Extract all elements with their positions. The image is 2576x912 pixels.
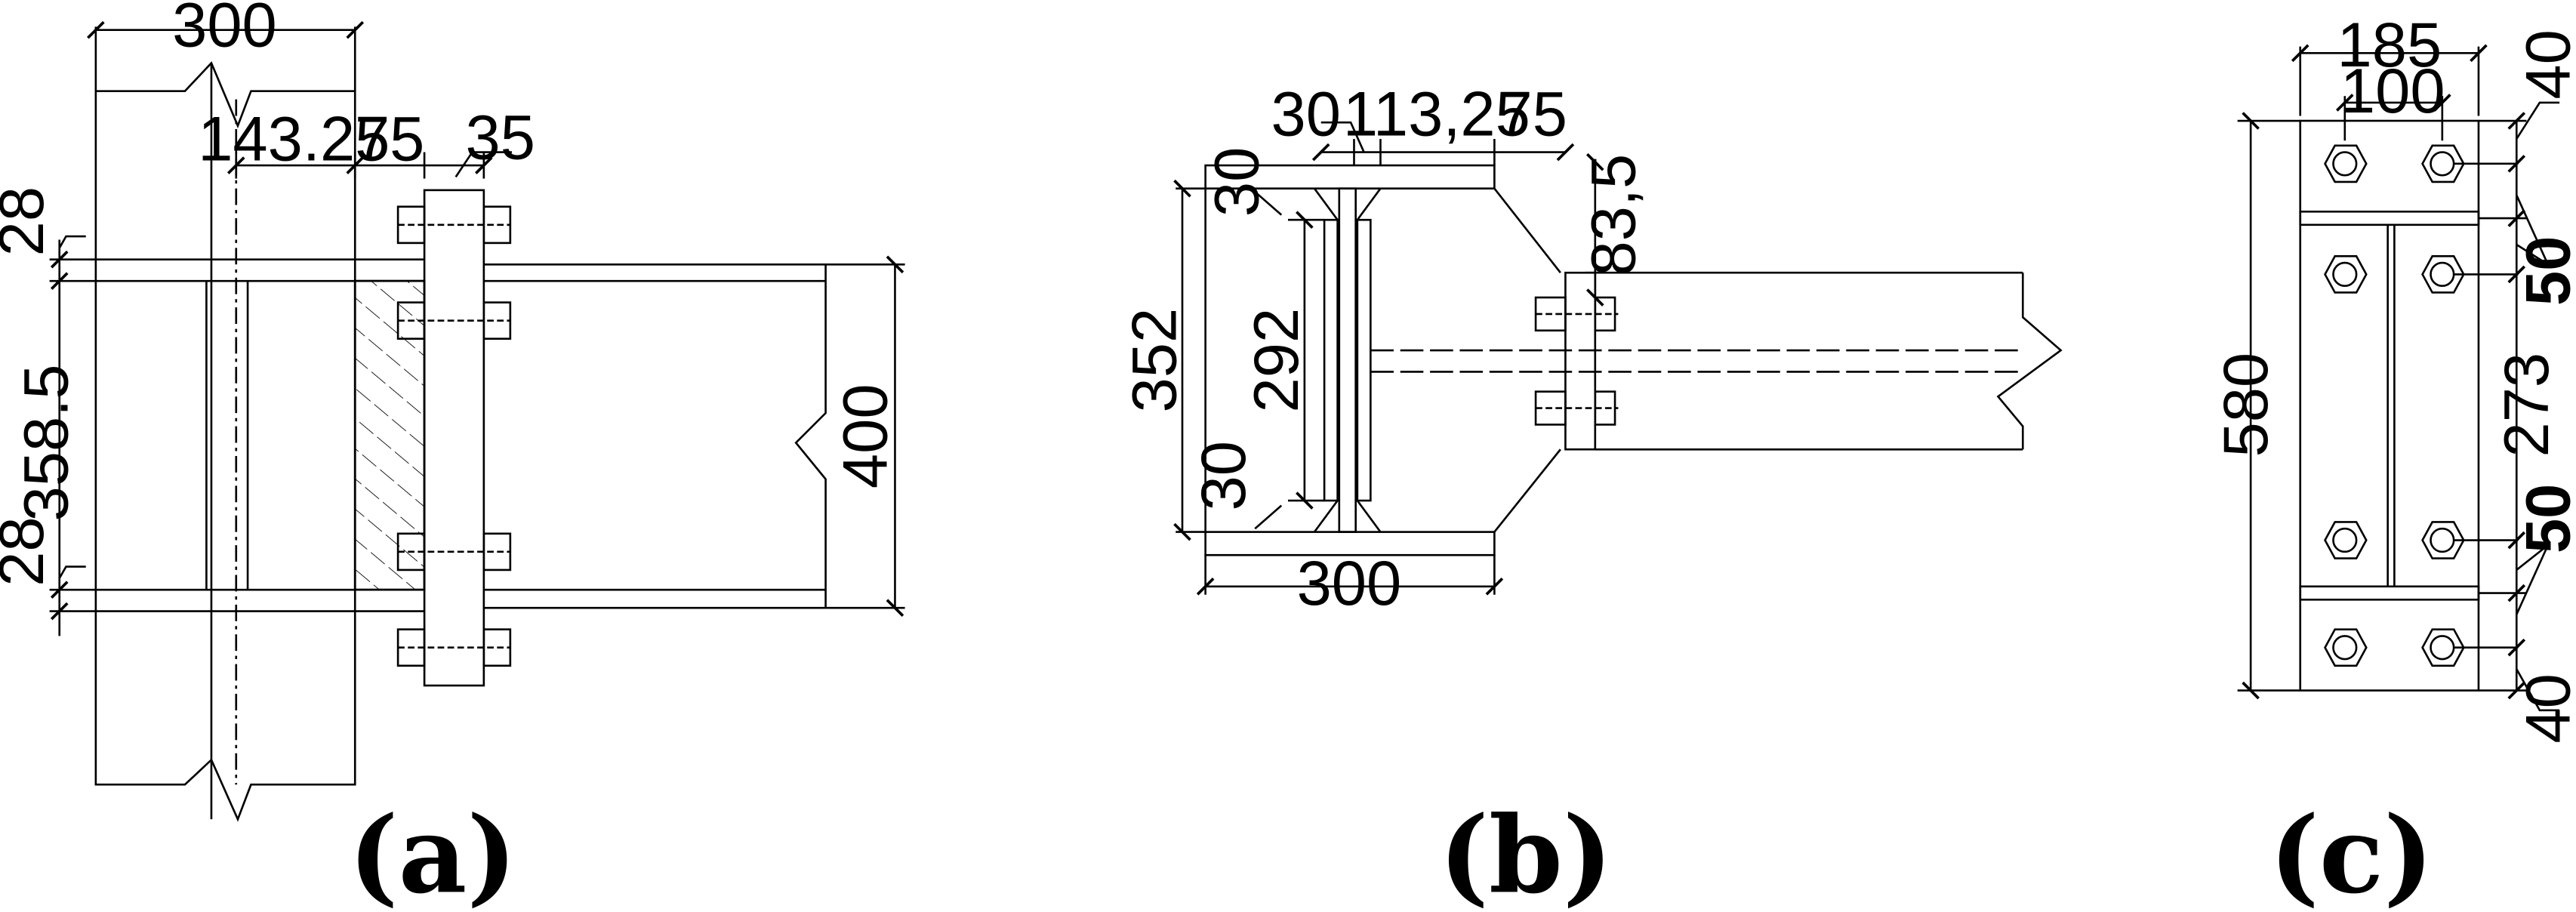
dim-c-gauge: 100 bbox=[2340, 56, 2445, 126]
column-outline bbox=[94, 61, 356, 822]
dim-b-t-top: 30 bbox=[1202, 147, 1272, 217]
panel-b bbox=[1173, 121, 2063, 596]
dim-a-flange-top: 28 bbox=[0, 186, 57, 256]
dim-c-edge-bot: 40 bbox=[2513, 673, 2576, 743]
end-plate-b bbox=[1564, 271, 1597, 451]
dim-a-gap2: 75 bbox=[355, 103, 424, 174]
dim-a-depth: 400 bbox=[830, 384, 901, 488]
panel-a-labels: 300 143.25 75 35 28 358.5 28 400 (a) bbox=[0, 0, 901, 912]
dim-c-mid: 273 bbox=[2491, 353, 2562, 458]
bolts-b bbox=[1534, 296, 1619, 426]
beam-flange-bottom-c bbox=[2299, 585, 2480, 601]
dim-b-d4: 83,5 bbox=[1578, 154, 1648, 276]
dim-a-flange-bot: 28 bbox=[0, 516, 57, 586]
column-web bbox=[1338, 187, 1357, 533]
caption-a: (a) bbox=[348, 793, 516, 912]
dim-b-d3: 75 bbox=[1497, 79, 1567, 149]
bolts-c bbox=[2324, 144, 2519, 667]
dim-b-d2: 113,25 bbox=[1343, 79, 1530, 149]
panel-b-labels: 30 113,25 75 83,5 352 292 30 30 300 (b) bbox=[1119, 79, 1648, 912]
dim-b-h-inner: 292 bbox=[1241, 308, 1311, 413]
dim-c-height: 580 bbox=[2211, 353, 2281, 458]
end-plate bbox=[423, 189, 485, 687]
panel-c bbox=[2237, 44, 2560, 712]
dim-a-plate: 35 bbox=[465, 102, 535, 172]
end-plate-c bbox=[2299, 119, 2480, 692]
dim-c-s-top: 50 bbox=[2513, 236, 2576, 306]
panel-a bbox=[50, 20, 905, 822]
caption-c: (c) bbox=[2269, 793, 2434, 912]
panel-c-labels: 185 100 40 50 580 273 50 40 (c) bbox=[2211, 10, 2576, 912]
hatched-packing bbox=[353, 279, 426, 591]
dim-a-gap1: 143.25 bbox=[198, 103, 390, 174]
dim-c-width: 185 bbox=[2337, 10, 2442, 80]
dim-b-width: 300 bbox=[1297, 548, 1402, 618]
dim-b-d1: 30 bbox=[1271, 79, 1341, 149]
beam-break-b bbox=[1996, 273, 2063, 450]
dim-c-s-bot: 50 bbox=[2513, 484, 2576, 553]
dim-b-h-outer: 352 bbox=[1119, 308, 1189, 413]
bolts-a bbox=[396, 205, 512, 667]
beam-flange-top-c bbox=[2299, 210, 2480, 226]
dim-a-mid: 358.5 bbox=[11, 365, 82, 522]
dim-a-width: 300 bbox=[172, 0, 277, 60]
dim-c-edge-top: 40 bbox=[2513, 29, 2576, 99]
dim-b-t-bot: 30 bbox=[1188, 441, 1259, 510]
caption-b: (b) bbox=[1439, 793, 1613, 912]
beam-break bbox=[794, 264, 827, 609]
